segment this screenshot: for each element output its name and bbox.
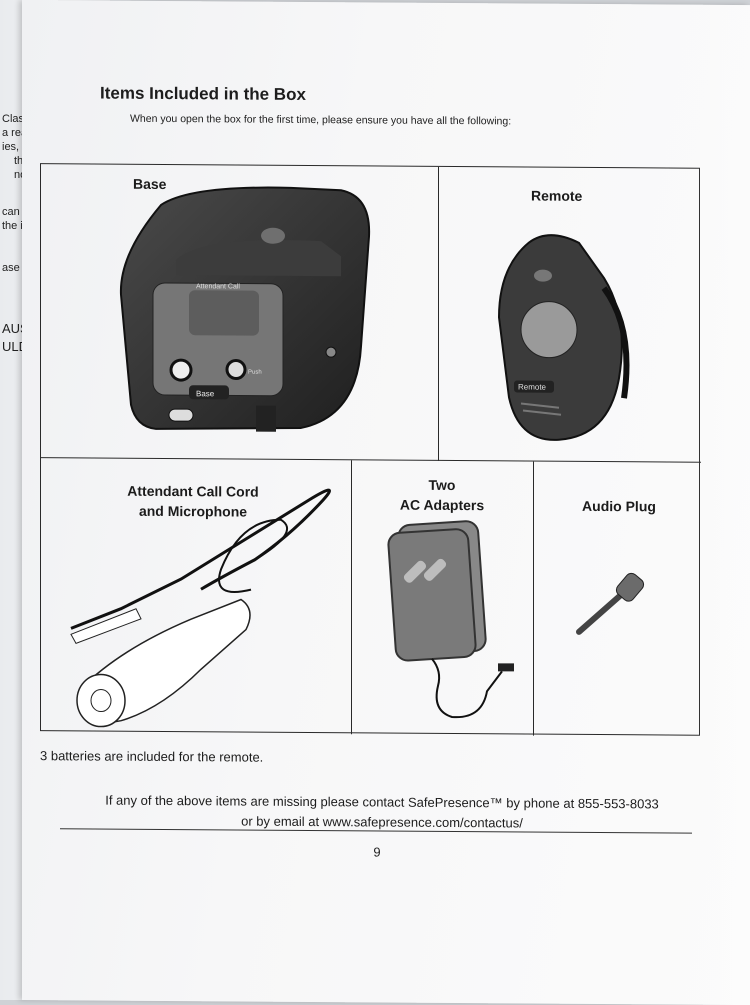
cell-adapters: Two AC Adapters [352,460,534,736]
base-tag: Base [196,389,215,398]
adapters-illustration [387,520,514,719]
push-tag: Push [248,370,262,376]
audio-plug-illustration [576,572,645,635]
base-jack-right [225,358,247,380]
cell-base: Base Attendant Call Push [41,164,439,461]
base-illustration: Attendant Call Push Base [119,186,371,432]
remote-illustration: Remote [497,234,630,441]
page-number: 9 [373,844,381,860]
previous-page-fragment: the i [2,220,23,232]
page-title: Items Included in the Box [100,83,306,104]
items-grid: Base Attendant Call Push [40,163,701,737]
power-icon [261,227,285,244]
manual-page: Items Included in the Box When you open … [22,0,750,1005]
batteries-note: 3 batteries are included for the remote. [40,748,264,765]
cell-audio-plug: Audio Plug [534,462,701,737]
cord-illustration [70,488,331,728]
remote-button [520,301,578,359]
cell-remote: Remote Remote [439,166,701,463]
cell-cord: Attendant Call Cord and Microphone [41,458,352,735]
remote-tag: Remote [518,382,547,391]
attendant-call-tag: Attendant Call [196,283,240,290]
base-jack-left [169,358,193,382]
page-subtitle: When you open the box for the first time… [130,112,512,128]
